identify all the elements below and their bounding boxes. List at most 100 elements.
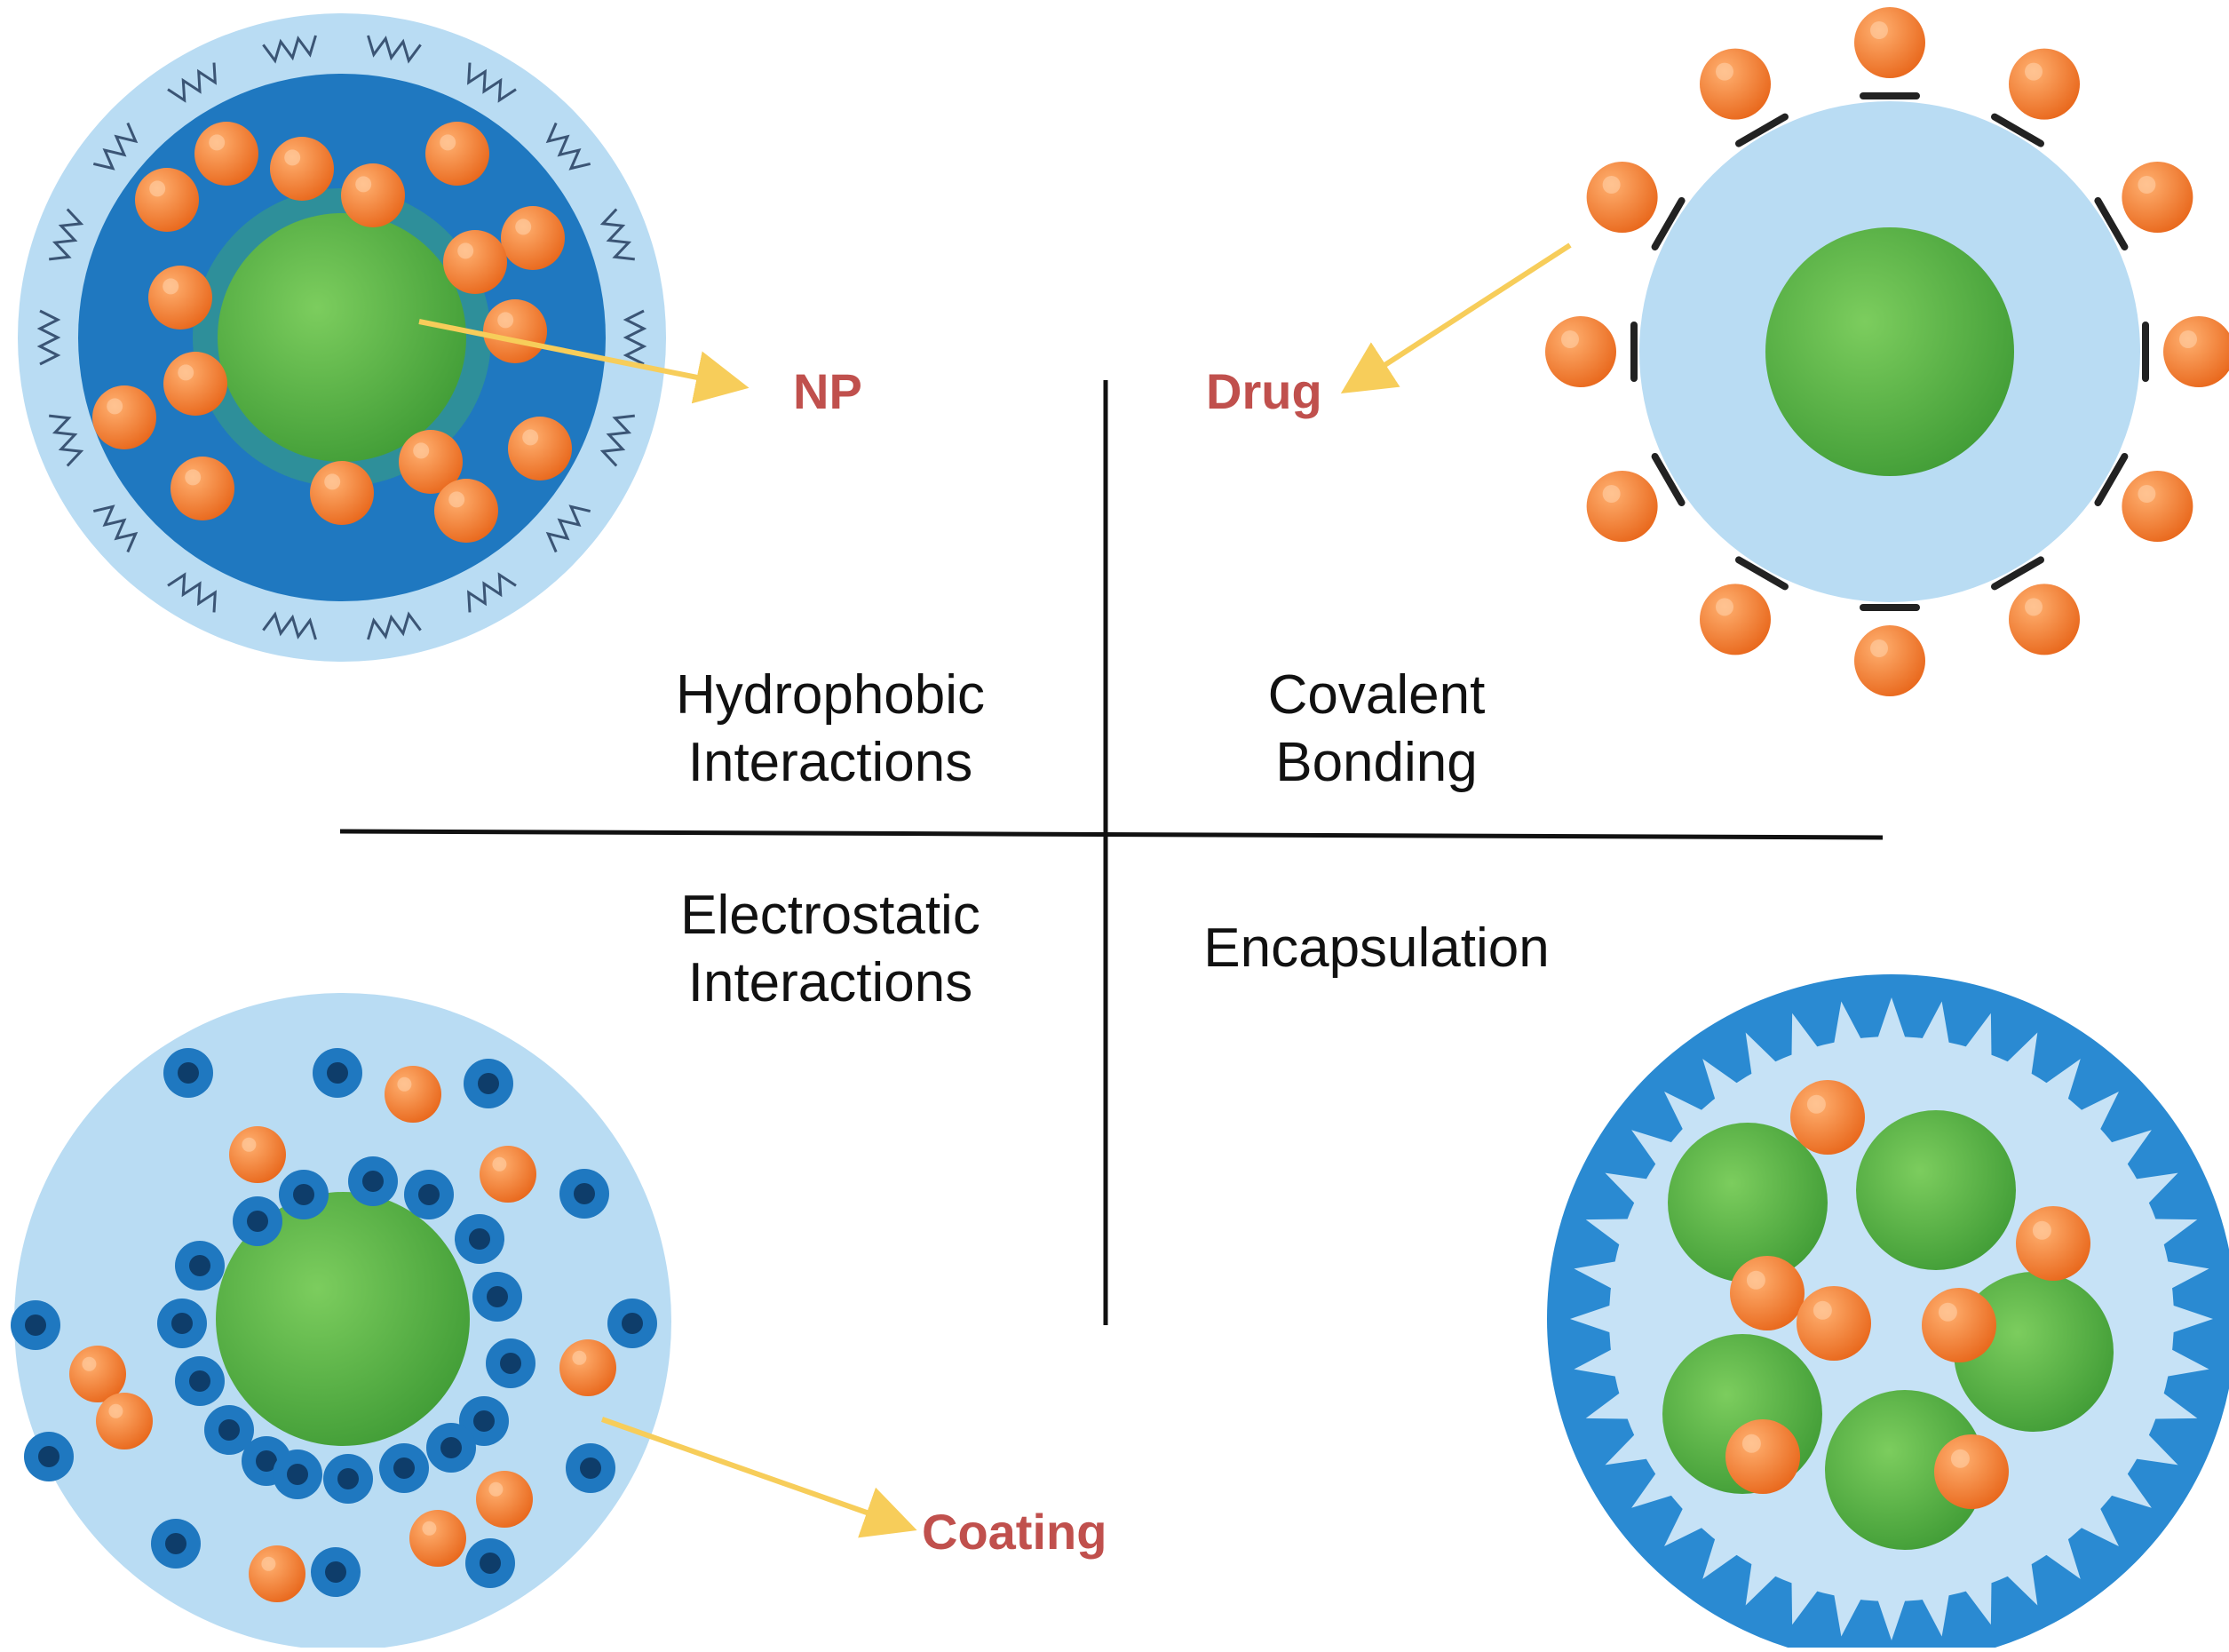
encapsulated-nanoparticle xyxy=(1856,1110,2016,1270)
drug-sphere xyxy=(2163,316,2229,387)
membrane-spike xyxy=(1919,1001,1950,1048)
drug-sphere xyxy=(2016,1206,2090,1281)
charged-ion xyxy=(313,1048,362,1098)
drug-sphere xyxy=(1934,1434,2009,1509)
charged-ion xyxy=(175,1356,225,1406)
charged-ion xyxy=(24,1432,74,1481)
drug-sphere xyxy=(69,1346,126,1402)
polymer-chains xyxy=(36,35,647,640)
polymer-chain xyxy=(367,611,422,640)
label-line-2: Bonding xyxy=(1275,732,1478,793)
drug-sphere xyxy=(443,230,507,294)
membrane-spike xyxy=(2168,1303,2213,1335)
charged-ion xyxy=(472,1272,522,1322)
nanoparticle-core xyxy=(218,213,466,462)
drug-sphere xyxy=(135,168,199,232)
polymer-chain xyxy=(367,35,422,64)
label-line-2: Interactions xyxy=(687,952,973,1013)
membrane-spike xyxy=(1833,1001,1864,1048)
polymer-chain xyxy=(599,208,635,261)
polymer-chain xyxy=(167,572,217,613)
drug-sphere xyxy=(1725,1419,1800,1494)
label-line-1: Encapsulation xyxy=(1203,917,1550,979)
drug-sphere xyxy=(163,352,227,416)
drug-sphere xyxy=(2122,162,2193,233)
label-line-1: Covalent xyxy=(1267,664,1486,726)
charged-ion xyxy=(163,1048,213,1098)
polymer-chain xyxy=(545,122,591,171)
callout-drug: Drug xyxy=(1206,363,1322,419)
callout-coating: Coating xyxy=(922,1504,1107,1560)
charged-ion xyxy=(175,1241,225,1291)
polymer-chain xyxy=(623,309,647,366)
membrane-spike xyxy=(1574,1346,1621,1378)
polymer-chain xyxy=(467,572,517,613)
polymer-chain xyxy=(167,62,217,103)
charged-ion xyxy=(233,1196,282,1246)
label-line-1: Electrostatic xyxy=(680,885,980,946)
drug-sphere xyxy=(508,417,572,481)
polymer-chain xyxy=(599,414,635,467)
drug-sphere xyxy=(1854,7,1925,78)
covalent-linker xyxy=(2094,197,2129,250)
drug-sphere xyxy=(434,479,498,543)
label-line-2: Interactions xyxy=(687,732,973,793)
covalent-linker xyxy=(1991,113,2044,147)
charged-ion xyxy=(323,1454,373,1504)
drug-sphere xyxy=(2122,471,2193,542)
drug-sphere xyxy=(385,1066,441,1123)
drug-sphere xyxy=(171,457,234,520)
drug-sphere xyxy=(270,137,334,201)
charged-ion xyxy=(404,1170,454,1219)
drug-sphere xyxy=(1586,471,1658,542)
polymer-chain xyxy=(92,122,139,171)
drug-sphere xyxy=(501,206,565,270)
drug-sphere xyxy=(480,1146,536,1203)
drug-arrow xyxy=(1340,242,1572,394)
polymer-chain xyxy=(262,611,317,640)
quadrant-label-encapsulation: Encapsulation xyxy=(1154,915,1598,982)
drug-sphere xyxy=(249,1545,305,1602)
drug-sphere xyxy=(96,1393,153,1449)
conjugated-drugs xyxy=(1545,7,2229,696)
drug-sphere xyxy=(409,1510,466,1567)
charged-ion xyxy=(426,1423,476,1473)
membrane-spike xyxy=(2076,1504,2119,1546)
charged-ion xyxy=(157,1299,207,1348)
horizontal-axis-line xyxy=(339,829,1884,840)
drug-sphere xyxy=(92,385,156,449)
membrane-spike xyxy=(1570,1303,1615,1335)
membrane-spike xyxy=(2162,1346,2209,1378)
quadrant-label-electrostatic: Electrostatic Interactions xyxy=(622,882,1039,1017)
charged-ion xyxy=(151,1519,201,1569)
hydrophobic-particle xyxy=(18,13,666,662)
covalent-linker xyxy=(1735,113,1789,147)
drug-sphere xyxy=(1700,48,1771,120)
charged-ions xyxy=(11,1048,657,1597)
drug-sphere xyxy=(476,1471,533,1528)
charged-ion xyxy=(559,1169,609,1219)
drug-sphere xyxy=(1700,584,1771,655)
drug-sphere xyxy=(1797,1286,1871,1361)
drug-sphere xyxy=(2009,48,2080,120)
drug-sphere xyxy=(1545,316,1616,387)
covalent-linker xyxy=(2094,453,2129,506)
charged-ion xyxy=(204,1405,254,1455)
label-line-1: Hydrophobic xyxy=(675,664,986,726)
charged-ion xyxy=(455,1214,504,1264)
membrane-spike xyxy=(1664,1092,1707,1134)
covalent-particle xyxy=(1545,7,2229,696)
charged-ion xyxy=(11,1300,60,1350)
polymer-chain xyxy=(49,414,84,467)
charged-ion xyxy=(465,1538,515,1588)
coating-arrow xyxy=(601,1417,917,1538)
drug-sphere xyxy=(1586,162,1658,233)
nanoparticle-core xyxy=(216,1192,470,1446)
drug-sphere xyxy=(194,122,258,186)
drug-sphere xyxy=(559,1339,616,1396)
membrane-spike xyxy=(2162,1260,2209,1291)
quadrant-label-covalent: Covalent Bonding xyxy=(1172,662,1581,797)
polymer-chain xyxy=(467,62,517,103)
covalent-linker xyxy=(1735,556,1789,591)
